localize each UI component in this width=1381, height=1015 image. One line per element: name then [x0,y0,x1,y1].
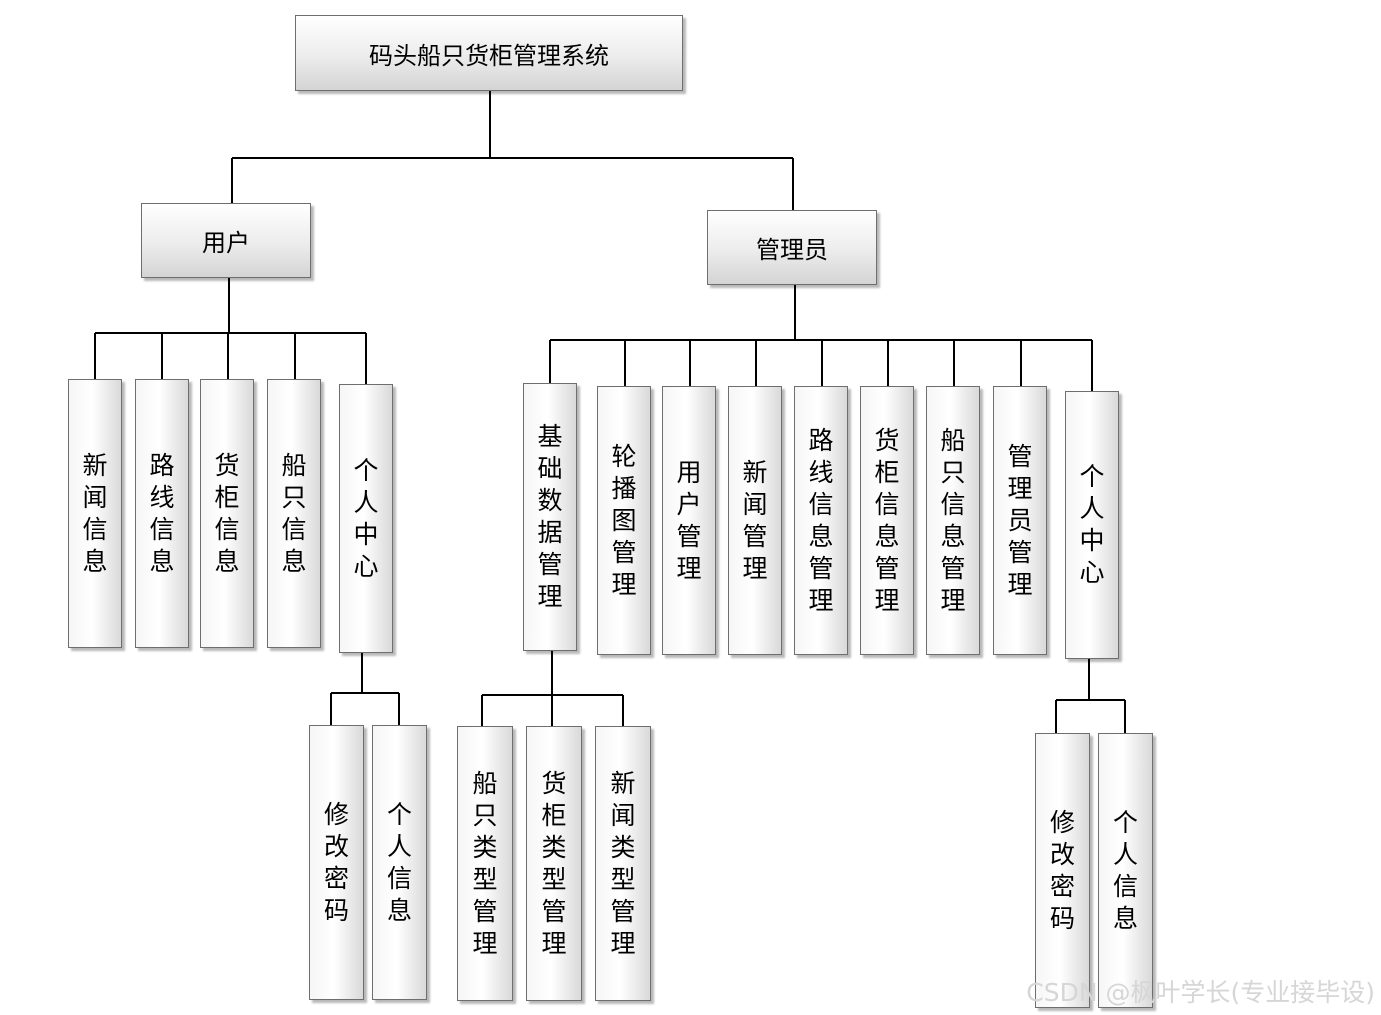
admin-module-ships: 船只信息管理 [926,386,980,655]
module-label: 货柜信息管理 [874,425,900,615]
admin-module-news: 新闻管理 [728,386,782,655]
user-module-containers: 货柜信息 [200,379,254,648]
module-label: 修改密码 [323,799,349,925]
admin-module-basic-data: 基础数据管理 [523,383,577,651]
admin-change-password: 修改密码 [1035,733,1090,1008]
module-label: 个人信息 [386,799,412,925]
module-label: 基础数据管理 [537,422,563,611]
user-role-node: 用户 [141,203,311,278]
admin-module-users: 用户管理 [662,386,716,655]
user-module-routes: 路线信息 [135,379,189,648]
user-personal-info: 个人信息 [372,725,427,1000]
root-node: 码头船只货柜管理系统 [295,15,683,91]
admin-module-carousel: 轮播图管理 [597,386,651,655]
admin-personal-info: 个人信息 [1098,733,1153,1008]
admin-ship-type-management: 船只类型管理 [457,726,513,1001]
admin-role-label: 管理员 [756,236,828,264]
admin-module-containers: 货柜信息管理 [860,386,914,655]
module-label: 个人信息 [1112,807,1138,933]
user-change-password: 修改密码 [309,725,364,1000]
module-label: 轮播图管理 [611,441,637,599]
user-role-label: 用户 [202,229,250,257]
admin-news-type-management: 新闻类型管理 [595,726,651,1001]
admin-container-type-management: 货柜类型管理 [526,726,582,1001]
module-label: 货柜信息 [214,450,240,576]
module-label: 新闻信息 [82,450,108,576]
module-label: 船只类型管理 [472,768,498,958]
module-label: 用户管理 [676,457,702,583]
module-label: 船只信息 [281,450,307,576]
module-label: 新闻类型管理 [610,768,636,958]
admin-module-personal-center: 个人中心 [1065,391,1119,659]
module-label: 管理员管理 [1007,441,1033,599]
root-label: 码头船只货柜管理系统 [369,41,609,70]
admin-module-admins: 管理员管理 [993,386,1047,655]
module-label: 路线信息 [149,450,175,576]
watermark-text: CSDN @枫叶学长(专业接毕设) [1026,978,1375,1007]
user-module-ships: 船只信息 [267,379,321,648]
admin-module-routes: 路线信息管理 [794,386,848,655]
module-label: 路线信息管理 [808,425,834,615]
user-module-news: 新闻信息 [68,379,122,648]
module-label: 修改密码 [1049,807,1075,933]
admin-role-node: 管理员 [707,210,877,285]
module-label: 船只信息管理 [940,425,966,615]
module-label: 个人中心 [353,455,379,581]
user-module-personal-center: 个人中心 [339,384,393,653]
module-label: 新闻管理 [742,457,768,583]
module-label: 个人中心 [1079,462,1105,587]
module-label: 货柜类型管理 [541,768,567,958]
